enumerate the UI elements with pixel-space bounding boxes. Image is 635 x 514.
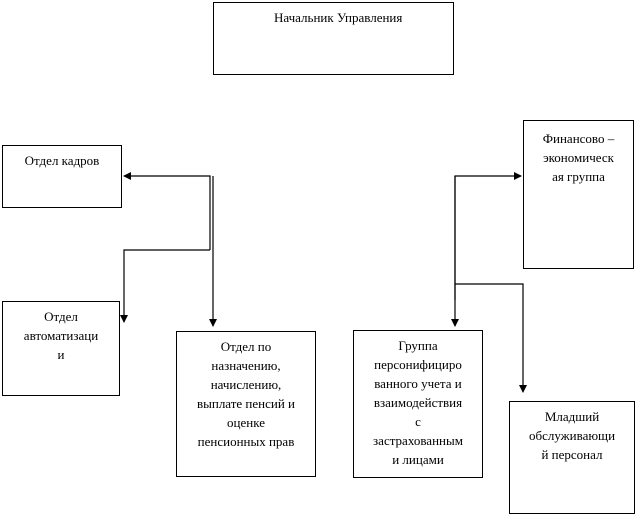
node-finance-line: ая группа — [552, 169, 605, 184]
node-personified-line: персонифициро — [374, 357, 462, 372]
node-pensions-line: Отдел по — [220, 339, 272, 354]
edge-to-finance — [454, 172, 522, 300]
node-pensions-line: назначению, — [211, 358, 281, 373]
node-pensions: Отдел по назначению, начислению, выплате… — [176, 331, 316, 477]
node-personified-line: взаимодействия — [373, 395, 463, 410]
node-automation: Отдел автоматизаци и — [2, 301, 120, 396]
node-personified-line: и лицами — [392, 452, 444, 467]
node-finance: Финансово – экономическ ая группа — [523, 120, 634, 269]
edge-to-automation — [120, 249, 210, 323]
node-personified-line: застрахованным — [373, 433, 463, 448]
node-personified-line: с — [415, 414, 421, 429]
edge-to-hr — [123, 172, 211, 250]
node-junior-line: обслуживающи — [528, 428, 616, 443]
node-junior-line: й персонал — [541, 447, 603, 462]
head-of-department-box: Начальник Управления — [213, 2, 454, 75]
node-automation-line: автоматизаци — [23, 328, 99, 343]
node-junior-line: Младший — [544, 409, 600, 424]
node-pensions-line: выплате пенсий и — [196, 396, 296, 411]
edge-to-junior — [455, 283, 527, 393]
head-of-department-label: Начальник Управления — [274, 10, 403, 25]
node-finance-line: экономическ — [543, 150, 614, 165]
node-automation-line: Отдел — [44, 309, 78, 324]
node-pensions-line: пенсионных прав — [197, 434, 295, 449]
node-hr-line: Отдел кадров — [24, 153, 100, 168]
node-pensions-line: оценке — [227, 415, 265, 430]
node-hr: Отдел кадров — [2, 145, 122, 208]
node-junior: Младший обслуживающи й персонал — [509, 401, 635, 514]
node-pensions-line: начислению, — [210, 377, 282, 392]
node-finance-line: Финансово – — [542, 131, 615, 146]
node-personified-line: Группа — [398, 338, 438, 353]
node-personified-line: ванного учета и — [374, 376, 462, 391]
node-personified: Группа персонифициро ванного учета и вза… — [353, 330, 483, 478]
node-automation-line: и — [57, 347, 65, 362]
